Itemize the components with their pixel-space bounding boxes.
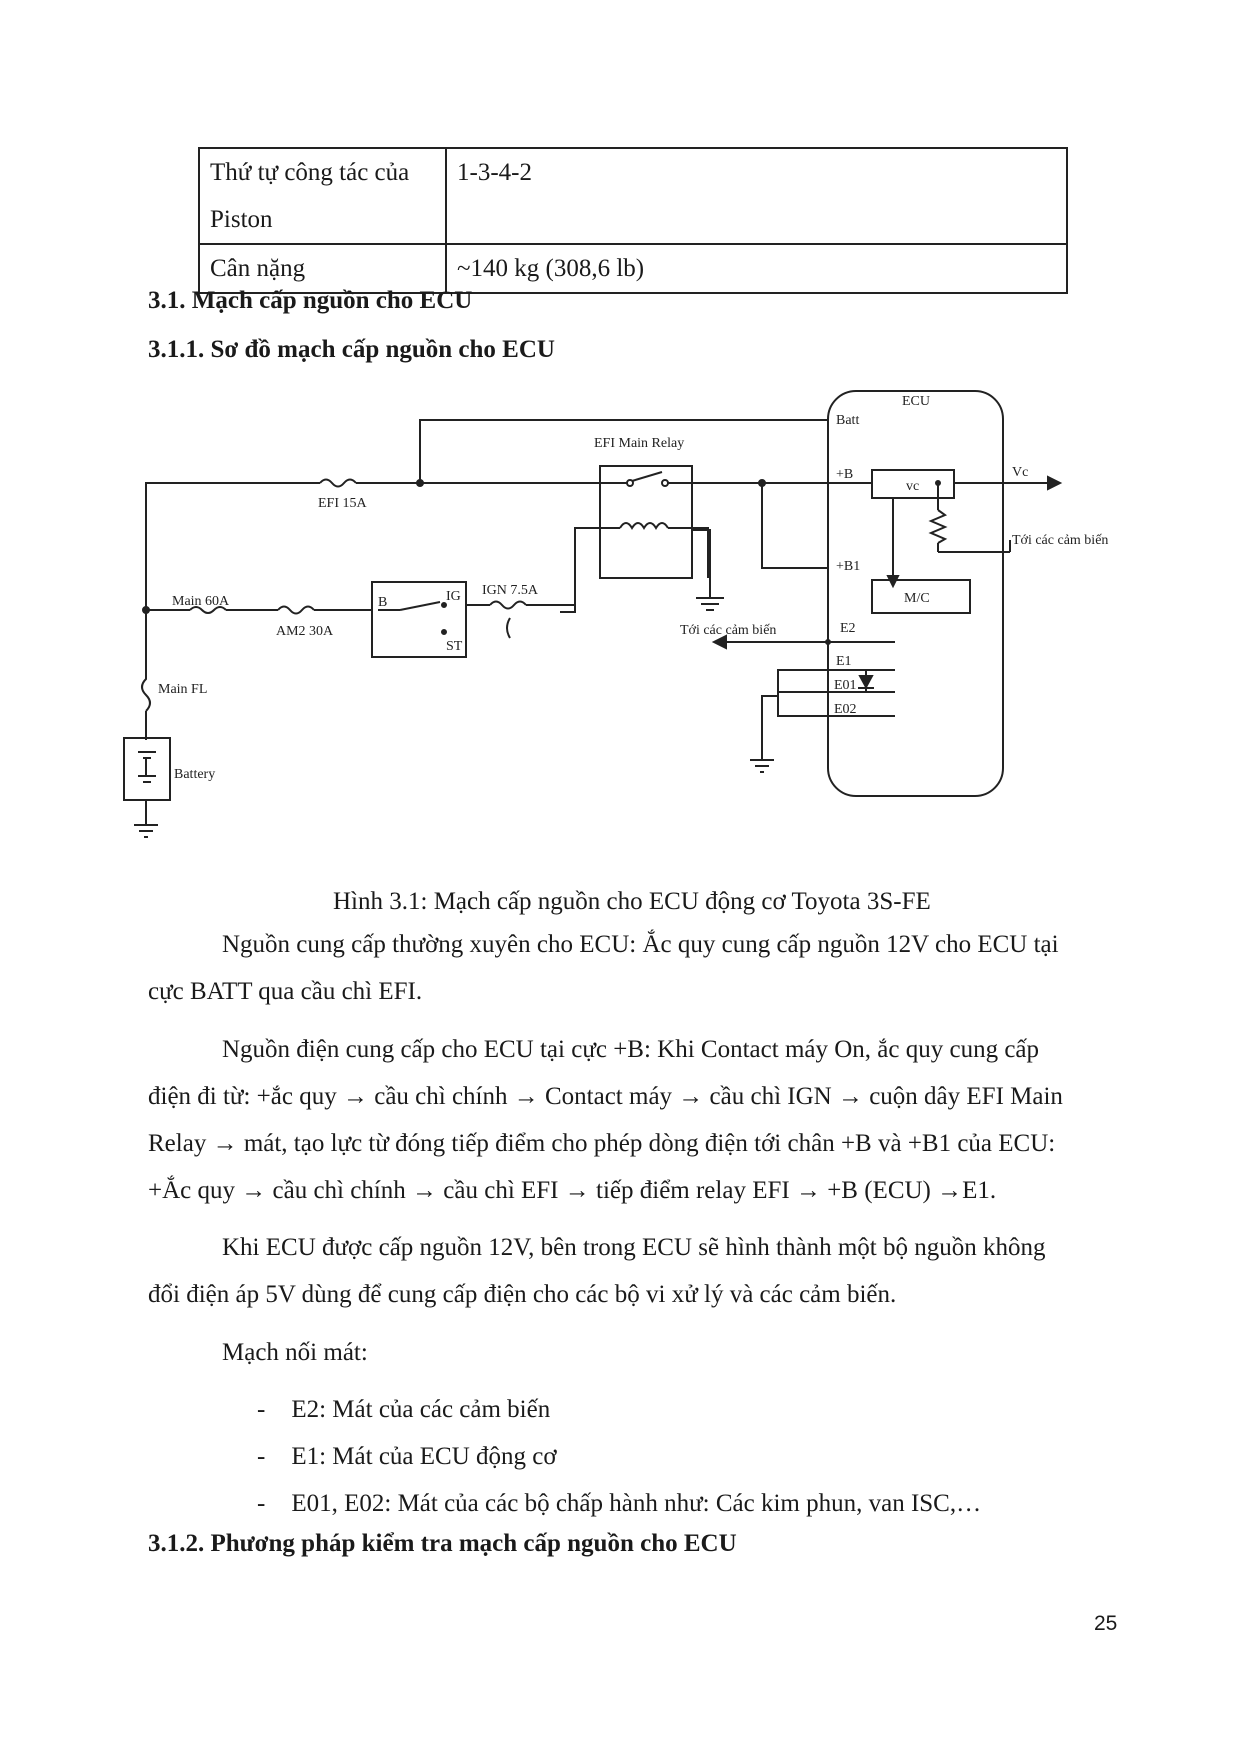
table-cell-value: ~140 kg (308,6 lb) [445, 243, 1068, 294]
e1-label: E1 [836, 654, 852, 669]
text-line: điện đi từ: +ắc quy → cầu chì chính → Co… [148, 1083, 1063, 1110]
ground-list: -E2: Mát của các cảm biến -E1: Mát của E… [257, 1386, 981, 1527]
main-fuse-label: Main 60A [172, 594, 230, 609]
subsection-heading: 3.1.1. Sơ đồ mạch cấp nguồn cho ECU [148, 336, 555, 363]
table-row: Cân nặng ~140 kg (308,6 lb) [198, 243, 1068, 294]
text-line: Khi ECU được cấp nguồn 12V, bên trong EC… [222, 1234, 1046, 1261]
battery-label: Battery [174, 767, 215, 782]
table-cell-value: 1-3-4-2 [445, 147, 1068, 245]
paragraph-3: Khi ECU được cấp nguồn 12V, bên trong EC… [148, 1224, 1118, 1318]
switch-st-label: ST [446, 639, 463, 654]
efi-main-relay-label: EFI Main Relay [594, 436, 684, 451]
to-sensors-left-label: Tới các cảm biến [680, 623, 776, 638]
switch-ig-label: IG [446, 589, 461, 604]
main-fl-label: Main FL [158, 682, 207, 697]
paragraph-1: Nguồn cung cấp thường xuyên cho ECU: Ắc … [148, 921, 1118, 1015]
text-line: Nguồn điện cung cấp cho ECU tại cực +B: … [222, 1036, 1040, 1063]
page-number: 25 [1094, 1612, 1118, 1635]
subsection-heading: 3.1.2. Phương pháp kiểm tra mạch cấp ngu… [148, 1530, 737, 1557]
spec-table: Thứ tự công tác của Piston 1-3-4-2 Cân n… [198, 147, 1068, 294]
plus-b-label: +B [836, 467, 853, 482]
figure-caption: Hình 3.1: Mạch cấp nguồn cho ECU động cơ… [333, 888, 931, 915]
power-circuit-diagram: ECU Batt EFI Main Relay +B vc Vc Tới các… [123, 390, 1108, 838]
ecu-label: ECU [902, 394, 930, 409]
am2-fuse-label: AM2 30A [276, 624, 334, 639]
text-line: cực BATT qua cầu chì EFI. [148, 978, 423, 1005]
batt-label: Batt [836, 413, 859, 428]
ign-fuse-label: IGN 7.5A [482, 583, 539, 598]
table-row: Thứ tự công tác của Piston 1-3-4-2 [198, 147, 1068, 245]
section-heading: 3.1. Mạch cấp nguồn cho ECU [148, 287, 473, 314]
text-line: Relay → mát, tạo lực từ đóng tiếp điểm c… [148, 1130, 1056, 1157]
to-sensors-right-label: Tới các cảm biến [1012, 533, 1108, 548]
switch-b-label: B [378, 595, 387, 610]
e01-label: E01 [834, 678, 857, 693]
text-line: đổi điện áp 5V dùng để cung cấp điện cho… [148, 1281, 897, 1308]
mc-label: M/C [904, 591, 930, 606]
table-cell-label: Cân nặng [198, 243, 447, 294]
paragraph-2: Nguồn điện cung cấp cho ECU tại cực +B: … [148, 1026, 1118, 1214]
vc-box-label: vc [906, 479, 919, 494]
efi-fuse-label: EFI 15A [318, 496, 368, 511]
text-line: +Ắc quy → cầu chì chính → cầu chì EFI → … [148, 1177, 997, 1204]
e2-label: E2 [840, 621, 856, 636]
paragraph-4: Mạch nối mát: [222, 1339, 368, 1366]
e02-label: E02 [834, 702, 857, 717]
b1-label: +B1 [836, 559, 860, 574]
list-item: -E01, E02: Mát của các bộ chấp hành như:… [257, 1490, 982, 1517]
table-cell-label: Thứ tự công tác của Piston [198, 147, 447, 245]
vc-out-label: Vc [1012, 465, 1028, 480]
list-item: -E2: Mát của các cảm biến [257, 1396, 551, 1423]
text-line: Nguồn cung cấp thường xuyên cho ECU: Ắc … [222, 931, 1059, 958]
ecu-box [827, 390, 1004, 797]
list-item: -E1: Mát của ECU động cơ [257, 1443, 557, 1470]
